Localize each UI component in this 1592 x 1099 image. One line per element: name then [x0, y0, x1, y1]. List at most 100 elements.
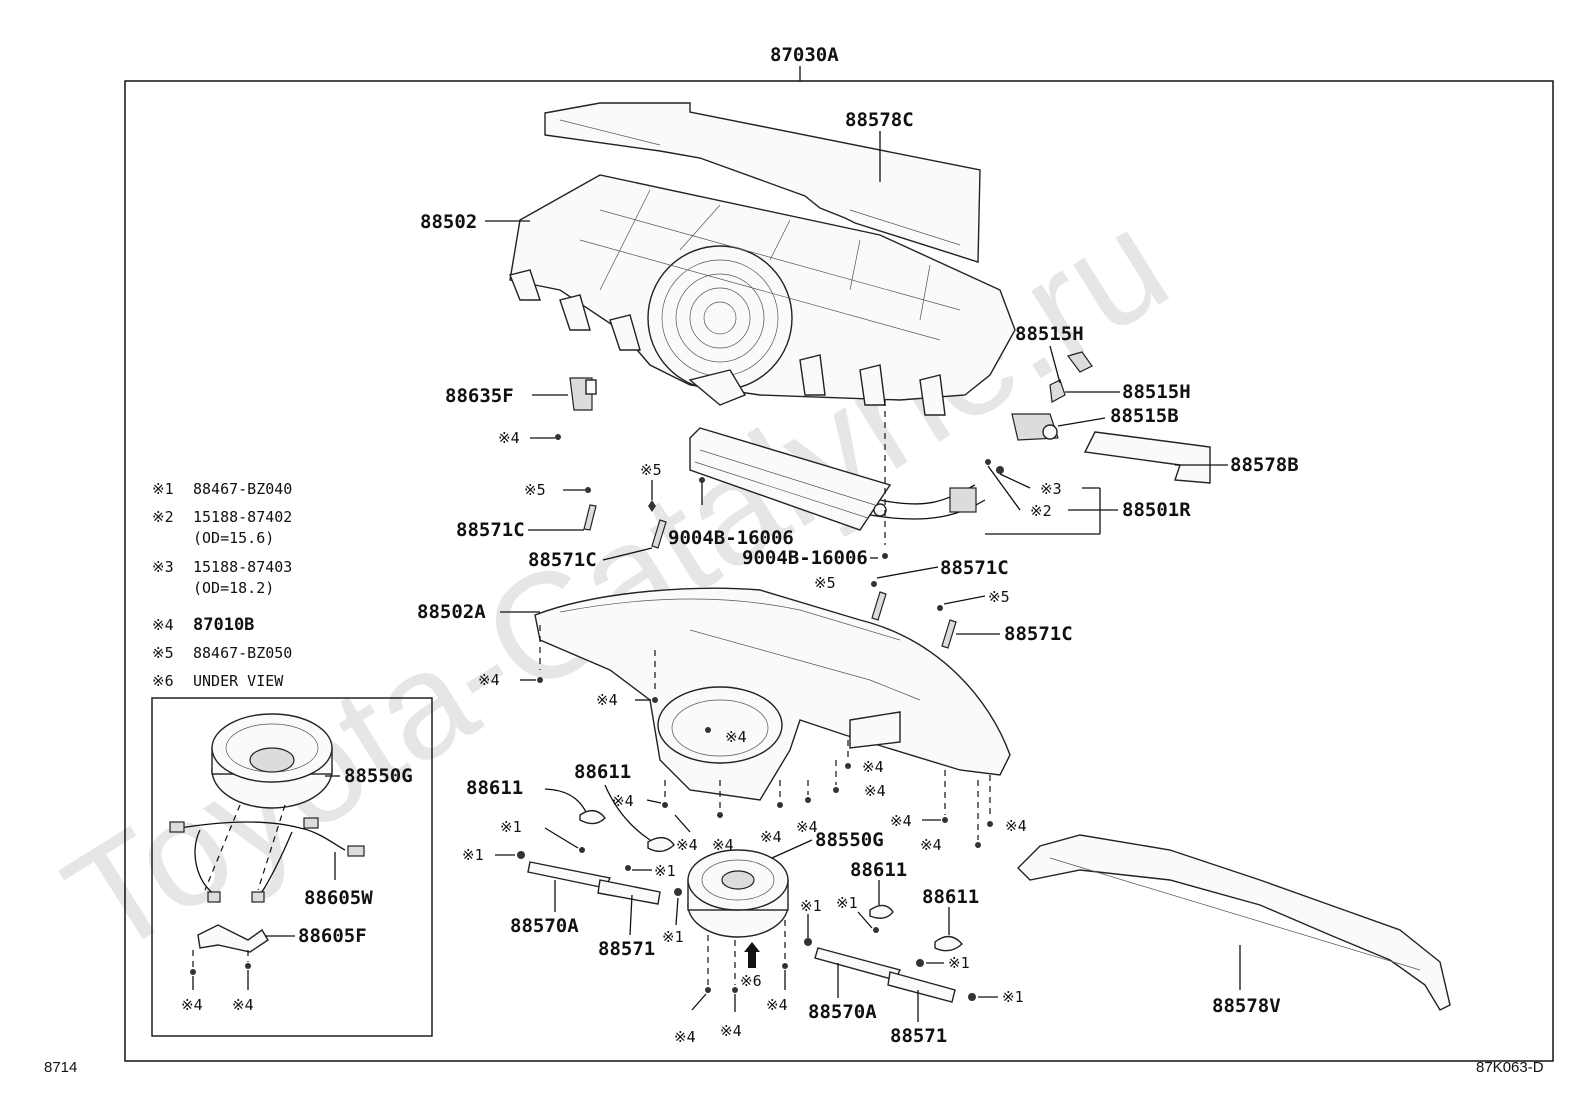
- legend-mark-2: ※2: [152, 508, 174, 526]
- mark4-inset-a: ※4: [181, 996, 203, 1014]
- legend-part-2: 15188-87402: [193, 508, 292, 526]
- label-88571-a: 88571: [598, 938, 655, 960]
- assembly-label: 87030A: [770, 44, 839, 66]
- mark4-f: ※4: [612, 792, 634, 810]
- label-88571C-d: 88571C: [1004, 623, 1073, 645]
- flap-88611-a: [579, 810, 606, 825]
- label-88571C-a: 88571C: [456, 519, 525, 541]
- diagram-frame: [124, 80, 1554, 1062]
- insulator-88578V: [1017, 834, 1451, 1011]
- label-88501R: 88501R: [1122, 499, 1191, 521]
- mark4-c: ※4: [725, 728, 747, 746]
- legend-mark-6: ※6: [152, 672, 174, 690]
- mark5-a: ※5: [524, 481, 546, 499]
- blower-fan-inset: [211, 713, 333, 809]
- under-view-arrow: [744, 942, 760, 968]
- label-88611-d: 88611: [922, 886, 979, 908]
- mark1-d: ※1: [662, 928, 684, 946]
- label-88570A-b: 88570A: [808, 1001, 877, 1023]
- label-88605W: 88605W: [304, 887, 373, 909]
- mark4-b: ※4: [596, 691, 618, 709]
- flap-88611-d: [934, 935, 963, 952]
- label-88611-a: 88611: [466, 777, 523, 799]
- label-88578C: 88578C: [845, 109, 914, 131]
- label-88571C-c: 88571C: [940, 557, 1009, 579]
- label-88502: 88502: [420, 211, 477, 233]
- flap-88611-b: [647, 837, 675, 853]
- label-88502A: 88502A: [417, 601, 486, 623]
- duct-cover-88578C: [544, 102, 981, 263]
- insulator-88578B: [1083, 431, 1211, 484]
- servo-88515B: [1011, 413, 1059, 441]
- mark4-l: ※4: [1005, 817, 1027, 835]
- mark1-h: ※1: [1002, 988, 1024, 1006]
- mark4-i: ※4: [760, 828, 782, 846]
- label-88611-b: 88611: [574, 761, 631, 783]
- label-88515H: 88515H: [1122, 381, 1191, 403]
- mark5-d: ※5: [988, 588, 1010, 606]
- mark5-c: ※5: [814, 574, 836, 592]
- label-88605F: 88605F: [298, 925, 367, 947]
- mark4-k: ※4: [890, 812, 912, 830]
- mark4-o: ※4: [720, 1022, 742, 1040]
- label-88570A-a: 88570A: [510, 915, 579, 937]
- lower-case-88502A: [534, 587, 1011, 801]
- mark3-oring: ※3: [1040, 480, 1062, 498]
- mark1-f: ※1: [836, 894, 858, 912]
- mark4-h: ※4: [712, 836, 734, 854]
- mark4-j: ※4: [796, 818, 818, 836]
- label-88635F: 88635F: [445, 385, 514, 407]
- label-9004B-b: 9004B-16006: [742, 547, 868, 569]
- label-9004B-a: 9004B-16006: [668, 527, 794, 549]
- label-88571-b: 88571: [890, 1025, 947, 1047]
- wire-harness-88605W: [169, 817, 365, 903]
- label-88578B: 88578B: [1230, 454, 1299, 476]
- mark1-c: ※1: [654, 862, 676, 880]
- legend-part-4: 87010B: [193, 615, 254, 635]
- mark1-a: ※1: [500, 818, 522, 836]
- bracket-88605F: [197, 924, 269, 953]
- mark4-inset-b: ※4: [232, 996, 254, 1014]
- label-88515H-top: 88515H: [1015, 323, 1084, 345]
- legend-mark-4: ※4: [152, 616, 174, 634]
- mark5-b: ※5: [640, 461, 662, 479]
- upper-case-88502: [509, 174, 1016, 416]
- legend-mark-3: ※3: [152, 558, 174, 576]
- mark1-b: ※1: [462, 846, 484, 864]
- legend-note-3: (OD=18.2): [193, 579, 274, 597]
- label-88515B: 88515B: [1110, 405, 1179, 427]
- legend-part-5: 88467-BZ050: [193, 644, 292, 662]
- label-88611-c: 88611: [850, 859, 907, 881]
- mark4-a: ※4: [478, 671, 500, 689]
- mark4-g: ※4: [676, 836, 698, 854]
- legend-part-3: 15188-87403: [193, 558, 292, 576]
- mark4-d: ※4: [862, 758, 884, 776]
- mark1-e: ※1: [800, 897, 822, 915]
- legend-mark-5: ※5: [152, 644, 174, 662]
- mark4-88635F: ※4: [498, 429, 520, 447]
- legend-note-2: (OD=15.6): [193, 529, 274, 547]
- mark6-a: ※6: [740, 972, 762, 990]
- mark4-n: ※4: [674, 1028, 696, 1046]
- mark4-m: ※4: [920, 836, 942, 854]
- sensor-88635F: [569, 377, 597, 411]
- figure-code: 87K063-D: [1476, 1059, 1544, 1076]
- legend-part-6: UNDER VIEW: [193, 672, 284, 690]
- legend: ※1 88467-BZ040 ※2 15188-87402 (OD=15.6) …: [152, 480, 292, 690]
- label-88550G-b: 88550G: [815, 829, 884, 851]
- legend-mark-1: ※1: [152, 480, 174, 498]
- mark4-p: ※4: [766, 996, 788, 1014]
- clip-88515H: [1049, 351, 1093, 403]
- link-88570A-b: [814, 947, 956, 1003]
- flap-88611-c: [869, 904, 894, 919]
- legend-part-1: 88467-BZ040: [193, 480, 292, 498]
- label-88571C-b: 88571C: [528, 549, 597, 571]
- label-88578V: 88578V: [1212, 995, 1281, 1017]
- link-88570A-a: [527, 861, 661, 905]
- label-88550G-a: 88550G: [344, 765, 413, 787]
- mark4-e: ※4: [864, 782, 886, 800]
- mark2-oring: ※2: [1030, 502, 1052, 520]
- blower-88550G: [687, 849, 789, 938]
